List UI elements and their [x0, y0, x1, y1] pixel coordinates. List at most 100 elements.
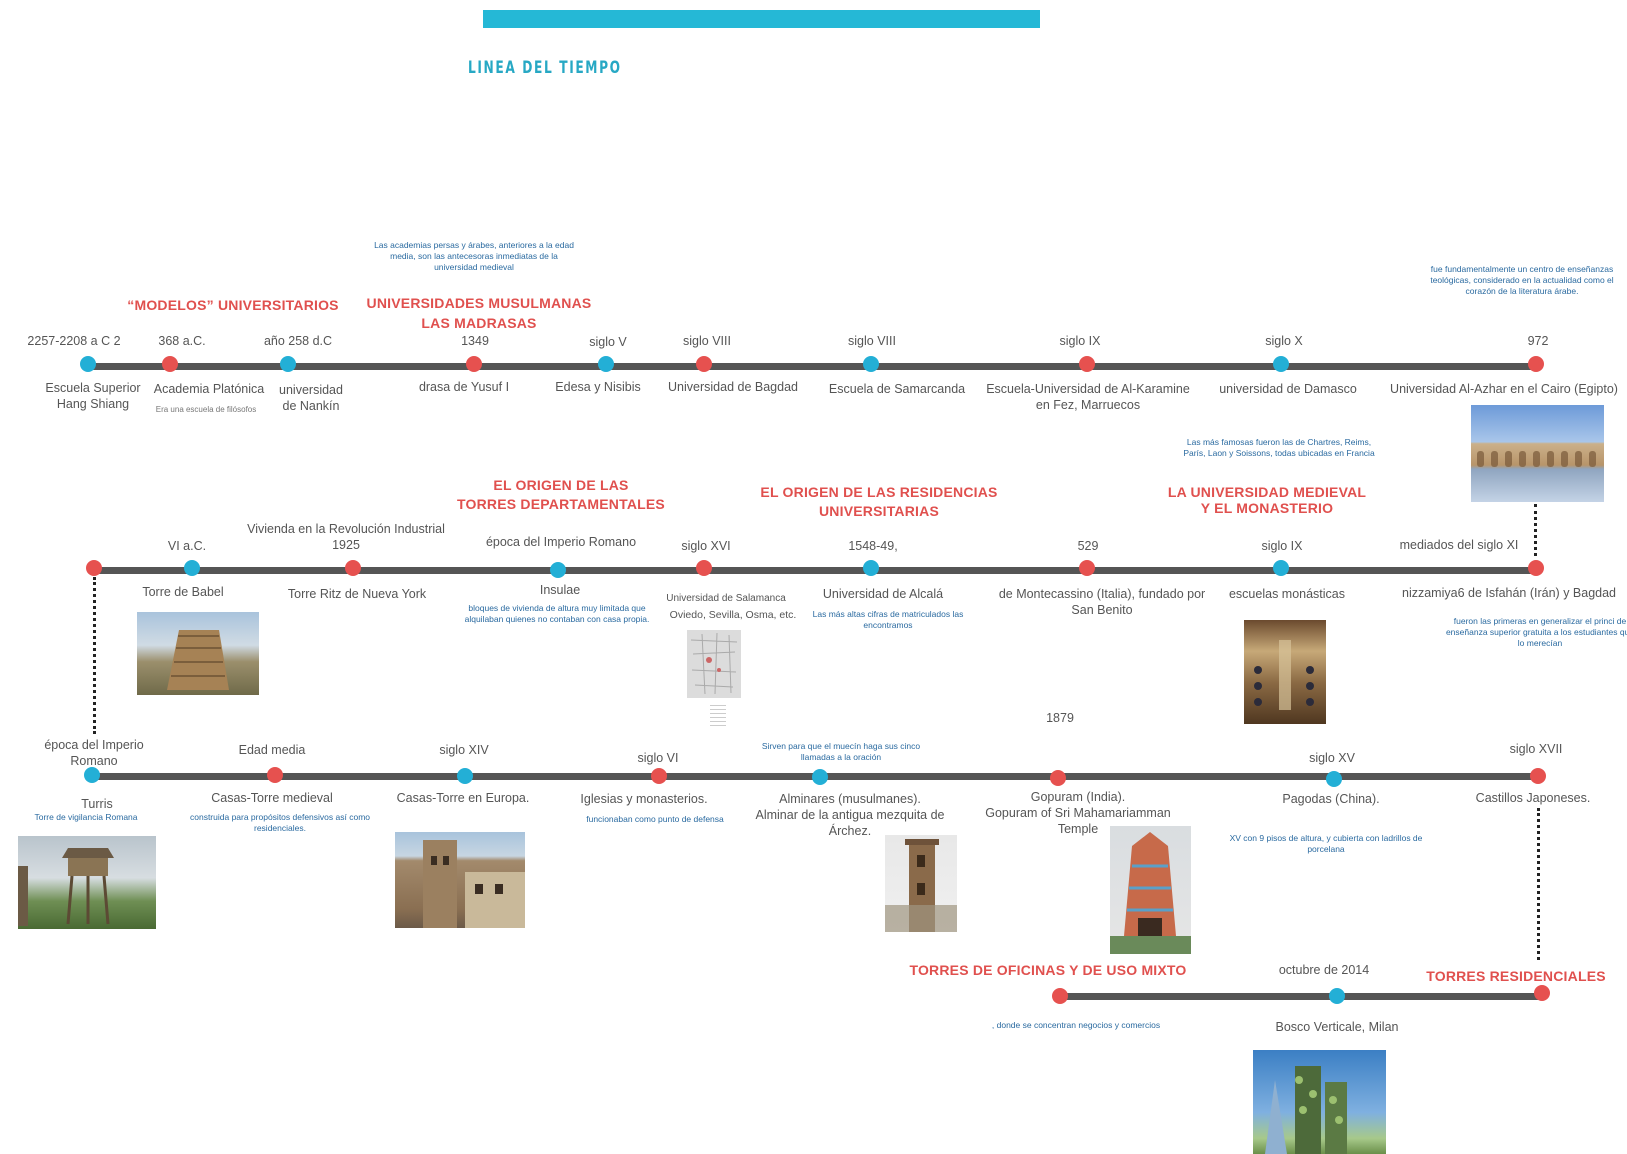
event-date: siglo XVII [1509, 742, 1563, 756]
timeline-dot [80, 356, 96, 372]
timeline-dot [267, 767, 283, 783]
al-azhar-arches [1477, 451, 1596, 467]
note-turris: Torre de vigilancia Romana [34, 812, 138, 822]
heading-residencias-2: UNIVERSITARIAS [819, 503, 939, 519]
event-date: siglo XVI [681, 539, 731, 553]
top-accent-bar [483, 10, 1040, 28]
event-date-1879: 1879 [1046, 711, 1074, 725]
connector-dotted [1537, 808, 1540, 960]
al-azhar-image [1471, 405, 1604, 502]
event-date: 972 [1527, 334, 1549, 348]
event-date: 368 a.C. [158, 334, 206, 348]
event-date: siglo X [1265, 334, 1303, 348]
note-medieval: Las más famosas fueron las de Chartres, … [1183, 437, 1375, 458]
event-label: Turris [81, 797, 113, 811]
event-date: época del Imperio Romano [485, 535, 637, 549]
event-label: Casas-Torre en Europa. [396, 791, 530, 805]
gopuram-image [1110, 826, 1191, 954]
timeline-dot [162, 356, 178, 372]
note-musulmanas: Las academias persas y árabes, anteriore… [374, 240, 574, 272]
bosco-verticale-image [1253, 1050, 1386, 1154]
timeline-dot [1534, 985, 1550, 1001]
event-label: Edesa y Nisibis [555, 380, 641, 394]
heading-torres-1: EL ORIGEN DE LAS [493, 477, 629, 493]
timeline-dot [84, 767, 100, 783]
event-date: 529 [1077, 539, 1099, 553]
monastery-scene [1254, 640, 1314, 710]
event-label: Universidad Al-Azhar en el Cairo (Egipto… [1390, 382, 1618, 396]
note-casas: construida para propósitos defensivos as… [189, 812, 370, 833]
timeline-dot [1528, 560, 1544, 576]
event-date: 1349 [461, 334, 489, 348]
event-label: Alminares (musulmanes). Alminar de la an… [755, 792, 945, 838]
heading-residencias-1: EL ORIGEN DE LAS RESIDENCIAS [760, 484, 998, 500]
heading-torres-2: TORRES DEPARTAMENTALES [457, 496, 665, 512]
event-date: año 258 d.C [263, 334, 333, 348]
event-date: siglo IX [1059, 334, 1101, 348]
timeline-line-2 [94, 567, 1534, 574]
alminar-tower [885, 839, 957, 932]
event-date: siglo VIII [848, 334, 896, 348]
event-label: Escuela-Universidad de Al-Karamine en Fe… [986, 382, 1190, 412]
timeline-dot [1326, 771, 1342, 787]
timeline-dot [1528, 356, 1544, 372]
event-date: siglo XIV [439, 743, 489, 757]
babel-tower [167, 630, 229, 690]
heading-musulmanas-1: UNIVERSIDADES MUSULMANAS [366, 295, 592, 311]
timeline-dot [1079, 356, 1095, 372]
event-date: siglo VI [637, 751, 679, 765]
note-pagodas: XV con 9 pisos de altura, y cubierta con… [1229, 833, 1423, 854]
salamanca-map [690, 632, 738, 695]
timeline-dot [1050, 770, 1066, 786]
event-date: siglo V [589, 335, 627, 349]
event-label: Bosco Verticale, Milan [1275, 1020, 1399, 1034]
event-date: mediados del siglo XI [1399, 538, 1519, 552]
event-label: Escuela de Samarcanda [828, 382, 966, 396]
event-label: Universidad de Salamanca [666, 593, 786, 604]
event-label: Escuela Superior Hang Shiang [45, 381, 141, 411]
event-date: 2257-2208 a C 2 [27, 334, 121, 348]
heading-medieval-1: LA UNIVERSIDAD MEDIEVAL [1167, 484, 1367, 500]
timeline-dot [651, 768, 667, 784]
timeline-dot [863, 356, 879, 372]
heading-modelos: “MODELOS” UNIVERSITARIOS [127, 297, 339, 313]
timeline-dot [1530, 768, 1546, 784]
timeline-dot [863, 560, 879, 576]
connector-dotted [93, 577, 96, 734]
event-label: universidad de Nankín [279, 383, 343, 413]
timeline-dot [466, 356, 482, 372]
event-label: Gopuram (India). Gopuram of Sri Mahamari… [985, 790, 1171, 836]
salamanca-map-image [687, 630, 741, 698]
event-date: VI a.C. [167, 539, 207, 553]
timeline-dot [598, 356, 614, 372]
event-label: de Montecassino (Italia), fundado por Sa… [998, 587, 1206, 617]
event-date: Edad media [238, 743, 306, 757]
event-label: universidad de Damasco [1219, 382, 1357, 396]
timeline-dot [1273, 356, 1289, 372]
event-label: Iglesias y monasterios. [580, 792, 708, 806]
event-date: época del Imperio Romano [44, 738, 144, 768]
event-date: siglo IX [1261, 539, 1303, 553]
turris-image [18, 836, 156, 929]
connector-dotted [1534, 504, 1537, 556]
timeline-line-1 [86, 363, 1536, 370]
gopuram-temple [1110, 832, 1191, 954]
babel-image [137, 612, 259, 695]
timeline-dot [184, 560, 200, 576]
event-label: Insulae [539, 583, 581, 597]
timeline-dot [812, 769, 828, 785]
note-insulae: bloques de vivienda de altura muy limita… [464, 603, 650, 624]
turris-tower [18, 848, 114, 926]
heading-residenciales: TORRES RESIDENCIALES [1426, 968, 1606, 984]
timeline-dot [550, 562, 566, 578]
event-date: siglo VIII [683, 334, 731, 348]
event-label: Castillos Japoneses. [1475, 791, 1591, 805]
timeline-dot [1329, 988, 1345, 1004]
timeline-dot [280, 356, 296, 372]
event-label: drasa de Yusuf I [418, 380, 510, 394]
bosco-verticale-towers [1265, 1066, 1347, 1154]
note-cairo: fue fundamentalmente un centro de enseña… [1430, 264, 1614, 296]
event-date: 1548-49, [848, 539, 898, 553]
event-date: octubre de 2014 [1278, 963, 1370, 977]
event-label: Casas-Torre medieval [211, 791, 333, 805]
